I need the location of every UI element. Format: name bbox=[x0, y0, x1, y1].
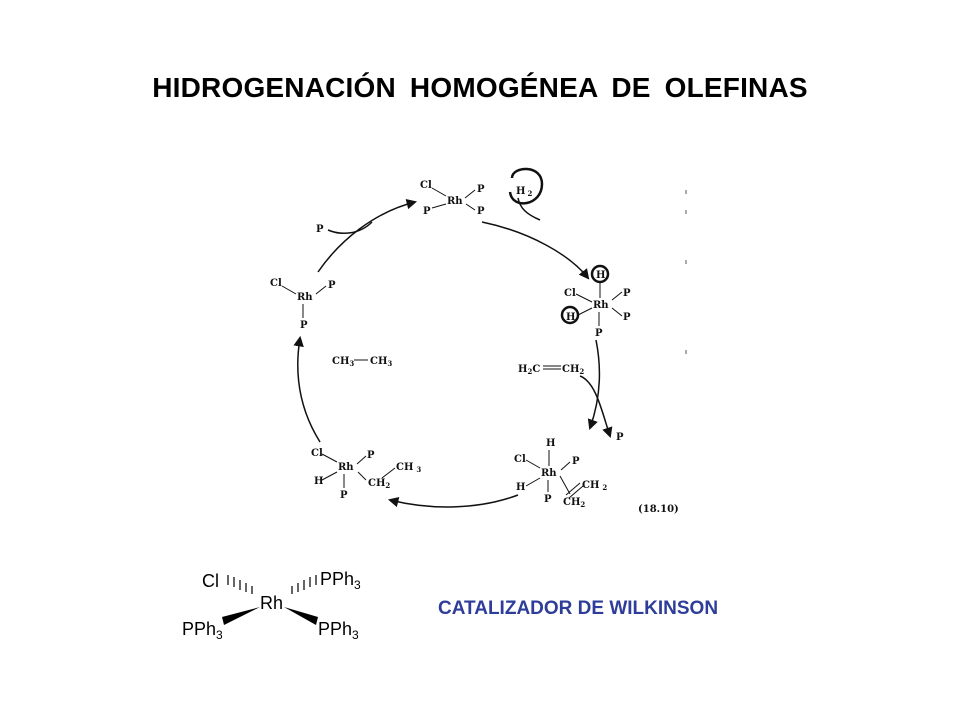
atom-p: P bbox=[544, 494, 552, 505]
atom-p: P bbox=[623, 288, 631, 299]
molecule-ethylene: H2C bbox=[518, 364, 540, 376]
atom-p: P bbox=[572, 456, 580, 467]
complex-h2rhclp3: H Cl Rh P P H P bbox=[560, 264, 631, 339]
reagent-ethylene: H2C CH2 bbox=[518, 364, 584, 376]
atom-cl: Cl bbox=[202, 571, 219, 591]
atom-h: H bbox=[546, 438, 555, 449]
atom-p: P bbox=[328, 280, 336, 291]
svg-text:CH3: CH3 bbox=[370, 356, 392, 368]
complex-rhclp3: Cl Rh P P P bbox=[420, 180, 485, 217]
atom-p: P bbox=[623, 312, 631, 323]
atom-p: P bbox=[423, 206, 431, 217]
atom-p: P bbox=[340, 490, 348, 501]
ligand-pph3: PPh3 bbox=[182, 619, 223, 642]
atom-cl: Cl bbox=[514, 454, 526, 465]
wedge-bond-left bbox=[222, 607, 260, 625]
svg-text:CH3: CH3 bbox=[332, 356, 354, 368]
atom-rh: Rh bbox=[297, 292, 313, 303]
wedge-bond-right bbox=[284, 607, 318, 625]
atom-rh: Rh bbox=[338, 462, 354, 473]
svg-text:CH2: CH2 bbox=[582, 480, 607, 492]
atom-rh: Rh bbox=[260, 593, 283, 613]
complex-rhclp2: Cl Rh P P bbox=[270, 278, 336, 331]
hashed-bond-pph3 bbox=[291, 575, 317, 594]
atom-h: H bbox=[516, 482, 525, 493]
product-ethane: CH3 CH3 bbox=[332, 356, 392, 368]
svg-text:CH2: CH2 bbox=[368, 478, 390, 490]
leaving-p: P bbox=[616, 432, 624, 443]
wilkinson-catalyst-structure: Cl PPh3 Rh PPh3 PPh3 bbox=[182, 569, 361, 642]
atom-p: P bbox=[367, 450, 375, 461]
ligand-pph3: PPh3 bbox=[320, 569, 361, 592]
svg-text:CH2: CH2 bbox=[563, 497, 585, 509]
atom-cl: Cl bbox=[311, 448, 323, 459]
atom-p: P bbox=[300, 320, 308, 331]
atom-rh: Rh bbox=[447, 196, 463, 207]
hashed-bond-cl bbox=[227, 575, 253, 594]
atom-p: P bbox=[477, 206, 485, 217]
svg-text:CH3: CH3 bbox=[396, 462, 421, 474]
atom-rh: Rh bbox=[593, 300, 609, 311]
atom-p: P bbox=[477, 184, 485, 195]
atom-cl: Cl bbox=[564, 288, 576, 299]
atom-h: H bbox=[596, 270, 605, 281]
entering-p: P bbox=[316, 224, 324, 235]
equation-number: (18.10) bbox=[638, 504, 679, 515]
atom-rh: Rh bbox=[541, 468, 557, 479]
atom-p: P bbox=[595, 328, 603, 339]
svg-text:CH2: CH2 bbox=[562, 364, 584, 376]
ligand-pph3: PPh3 bbox=[318, 619, 359, 642]
atom-cl: Cl bbox=[270, 278, 282, 289]
atom-h: H bbox=[314, 476, 323, 487]
atom-cl: Cl bbox=[420, 180, 432, 191]
page-title: HIDROGENACIÓN HOMOGÉNEA DE OLEFINAS bbox=[152, 72, 808, 103]
atom-h: H bbox=[566, 312, 575, 323]
catalyst-caption: CATALIZADOR DE WILKINSON bbox=[438, 598, 719, 619]
